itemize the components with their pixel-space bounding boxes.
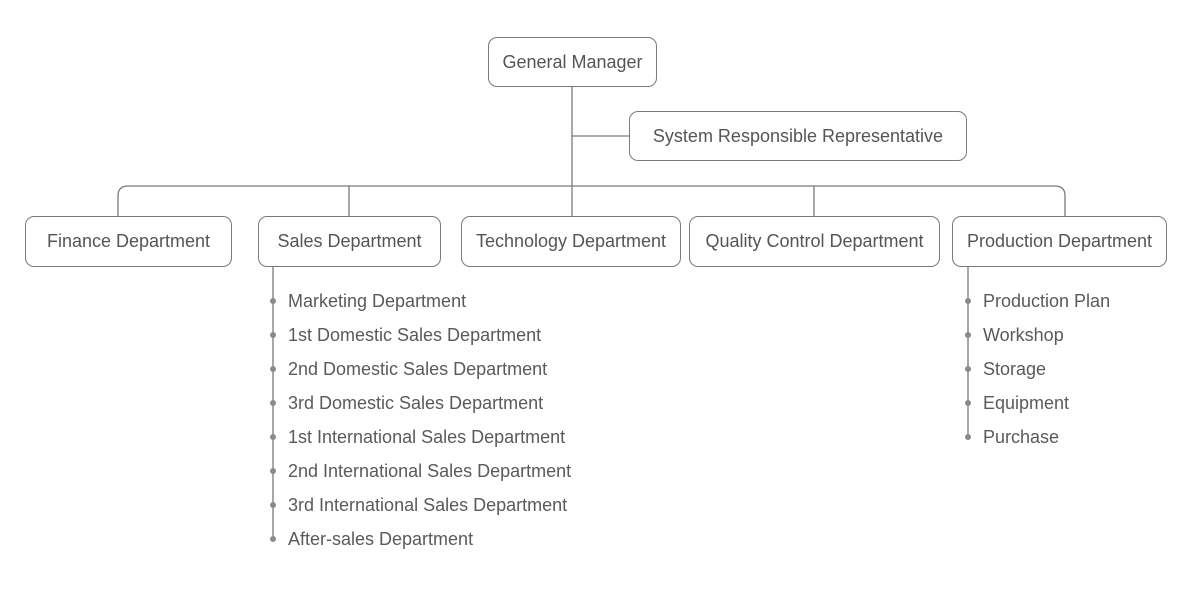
quality-control-department-box: Quality Control Department [689, 216, 940, 267]
technology-department-box: Technology Department [461, 216, 681, 267]
sales-unit-1st-international: 1st International Sales Department [288, 427, 566, 447]
list-bullet [965, 332, 971, 338]
sales-unit-1st-domestic: 1st Domestic Sales Department [288, 325, 542, 345]
finance-department-label: Finance Department [46, 231, 211, 251]
finance-department-box: Finance Department [25, 216, 232, 267]
list-bullet [965, 400, 971, 406]
list-bullet [270, 536, 276, 542]
list-bullet [270, 502, 276, 508]
production-unit-purchase: Purchase [983, 427, 1060, 447]
list-bullet [270, 400, 276, 406]
production-unit-workshop: Workshop [983, 325, 1064, 345]
list-bullet [965, 366, 971, 372]
list-bullet [270, 434, 276, 440]
sales-unit-2nd-domestic: 2nd Domestic Sales Department [288, 359, 548, 379]
sales-department-label: Sales Department [277, 231, 422, 251]
list-bullet [270, 366, 276, 372]
sales-department-box: Sales Department [258, 216, 441, 267]
connector-production [1054, 185, 1066, 216]
quality-control-department-label: Quality Control Department [705, 231, 924, 251]
system-representative-box: System Responsible Representative [629, 111, 967, 161]
sales-unit-3rd-international: 3rd International Sales Department [288, 495, 568, 515]
list-bullet [965, 434, 971, 440]
general-manager-label: General Manager [502, 51, 643, 72]
list-bullet [965, 298, 971, 304]
sales-unit-after-sales: After-sales Department [288, 529, 474, 549]
technology-department-label: Technology Department [475, 231, 667, 251]
production-unit-storage: Storage [983, 359, 1047, 379]
sales-unit-2nd-international: 2nd International Sales Department [288, 461, 572, 481]
production-unit-equipment: Equipment [983, 393, 1070, 413]
sales-unit-3rd-domestic: 3rd Domestic Sales Department [288, 393, 544, 413]
list-bullet [270, 298, 276, 304]
list-bullet [270, 332, 276, 338]
system-representative-label: System Responsible Representative [652, 125, 944, 146]
production-unit-plan: Production Plan [983, 291, 1111, 311]
production-department-box: Production Department [952, 216, 1167, 267]
production-department-label: Production Department [966, 231, 1153, 251]
list-bullet [270, 468, 276, 474]
connector-finance [117, 185, 129, 216]
general-manager-box: General Manager [488, 37, 657, 87]
sales-unit-marketing: Marketing Department [288, 291, 467, 311]
